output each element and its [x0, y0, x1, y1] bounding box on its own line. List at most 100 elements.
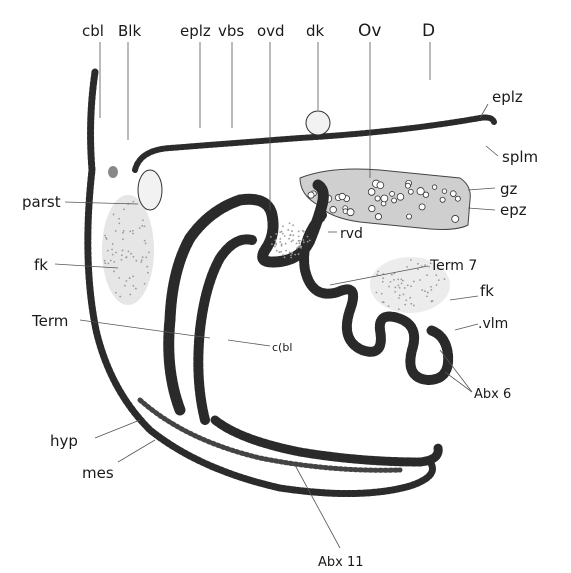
- stipple-dot: [382, 277, 384, 279]
- stipple-dot: [382, 281, 384, 283]
- stipple-dot: [292, 224, 294, 226]
- label-vbs: vbs: [218, 22, 244, 40]
- stipple-dot: [290, 257, 292, 259]
- stipple-dot: [394, 291, 396, 293]
- stipple-dot: [113, 214, 115, 216]
- stipple-dot: [123, 230, 125, 232]
- stipple-dot: [115, 230, 117, 232]
- stipple-dot: [121, 254, 123, 256]
- label-parst: parst: [22, 193, 61, 211]
- stipple-dot: [278, 251, 280, 253]
- germ-zone-nucleus: [347, 209, 354, 216]
- label-abx11: Abx 11: [318, 555, 364, 570]
- stipple-dot: [291, 252, 293, 254]
- stipple-dot: [104, 235, 106, 237]
- stipple-dot: [274, 246, 276, 248]
- stipple-dot: [125, 280, 127, 282]
- stipple-dot: [107, 250, 109, 252]
- label-abx6: Abx 6: [474, 387, 511, 402]
- stipple-dot: [113, 261, 115, 263]
- germ-zone-nucleus: [375, 196, 380, 201]
- stipple-dot: [298, 235, 300, 237]
- stipple-dot: [388, 286, 390, 288]
- stipple-dot: [402, 280, 404, 282]
- germ-zone-nucleus: [450, 191, 456, 197]
- stipple-dot: [123, 208, 125, 210]
- blk-cluster: [138, 170, 162, 210]
- stipple-dot: [405, 299, 407, 301]
- stipple-dot: [279, 241, 281, 243]
- stipple-dot: [132, 201, 134, 203]
- label-rvd: rvd: [340, 226, 363, 242]
- stipple-dot: [285, 250, 287, 252]
- stipple-dot: [285, 243, 287, 245]
- stipple-dot: [438, 279, 440, 281]
- germ-zone-nucleus: [417, 188, 424, 195]
- label-cbl: cbl: [82, 22, 104, 40]
- stipple-dot: [118, 218, 120, 220]
- stipple-dot: [417, 268, 419, 270]
- stipple-dot: [399, 294, 401, 296]
- stipple-dot: [398, 297, 400, 299]
- stipple-dot: [298, 240, 300, 242]
- stipple-dot: [413, 305, 415, 307]
- stipple-dot: [430, 286, 432, 288]
- germ-zone-nucleus: [375, 214, 381, 220]
- germ-band-inner: [198, 239, 252, 420]
- stipple-dot: [309, 240, 311, 242]
- stipple-dot: [404, 287, 406, 289]
- stipple-dot: [294, 254, 296, 256]
- stipple-dot: [296, 247, 298, 249]
- stipple-dot: [399, 287, 401, 289]
- stipple-dot: [391, 274, 393, 276]
- stipple-dot: [141, 259, 143, 261]
- stipple-dot: [410, 285, 412, 287]
- germ-zone-nucleus: [377, 182, 384, 189]
- stipple-dot: [390, 281, 392, 283]
- stipple-dot: [296, 242, 298, 244]
- stipple-dot: [130, 253, 132, 255]
- stipple-dot: [281, 243, 283, 245]
- stipple-dot: [398, 285, 400, 287]
- stipple-dot: [112, 254, 114, 256]
- stipple-dot: [424, 290, 426, 292]
- stipple-dot: [290, 234, 292, 236]
- stipple-dot: [400, 279, 402, 281]
- germ-band-coil: [169, 185, 324, 410]
- label-dk: dk: [306, 22, 325, 40]
- stipple-dot: [129, 294, 131, 296]
- label-d: D: [422, 21, 435, 41]
- label-term7: Term 7: [429, 258, 477, 274]
- stipple-dot: [144, 225, 146, 227]
- stipple-dot: [279, 238, 281, 240]
- stipple-dot: [121, 259, 123, 261]
- label-ov: Ov: [358, 21, 381, 41]
- label-ovd: ovd: [257, 22, 285, 40]
- stipple-dot: [413, 281, 415, 283]
- label-fk-left: fk: [34, 256, 48, 274]
- stipple-dot: [107, 263, 109, 265]
- stipple-dot: [291, 241, 293, 243]
- germ-zone-nucleus: [455, 196, 460, 201]
- stipple-dot: [401, 283, 403, 285]
- stipple-dot: [431, 300, 433, 302]
- stipple-dot: [307, 236, 309, 238]
- stipple-dot: [410, 259, 412, 261]
- stipple-dot: [276, 250, 278, 252]
- stipple-dot: [115, 252, 117, 254]
- germ-zone-nucleus: [397, 194, 404, 201]
- germ-zone-nucleus: [381, 195, 388, 202]
- stipple-dot: [113, 271, 115, 273]
- label-term: Term: [31, 312, 68, 330]
- label-hyp: hyp: [50, 432, 78, 450]
- stipple-dot: [289, 222, 291, 224]
- label-blk: Blk: [118, 22, 141, 40]
- stipple-dot: [132, 276, 134, 278]
- stipple-dot: [122, 238, 124, 240]
- stipple-dot: [427, 292, 429, 294]
- stipple-dot: [303, 241, 305, 243]
- stipple-dot: [403, 293, 405, 295]
- stipple-dot: [145, 257, 147, 259]
- stipple-dot: [292, 234, 294, 236]
